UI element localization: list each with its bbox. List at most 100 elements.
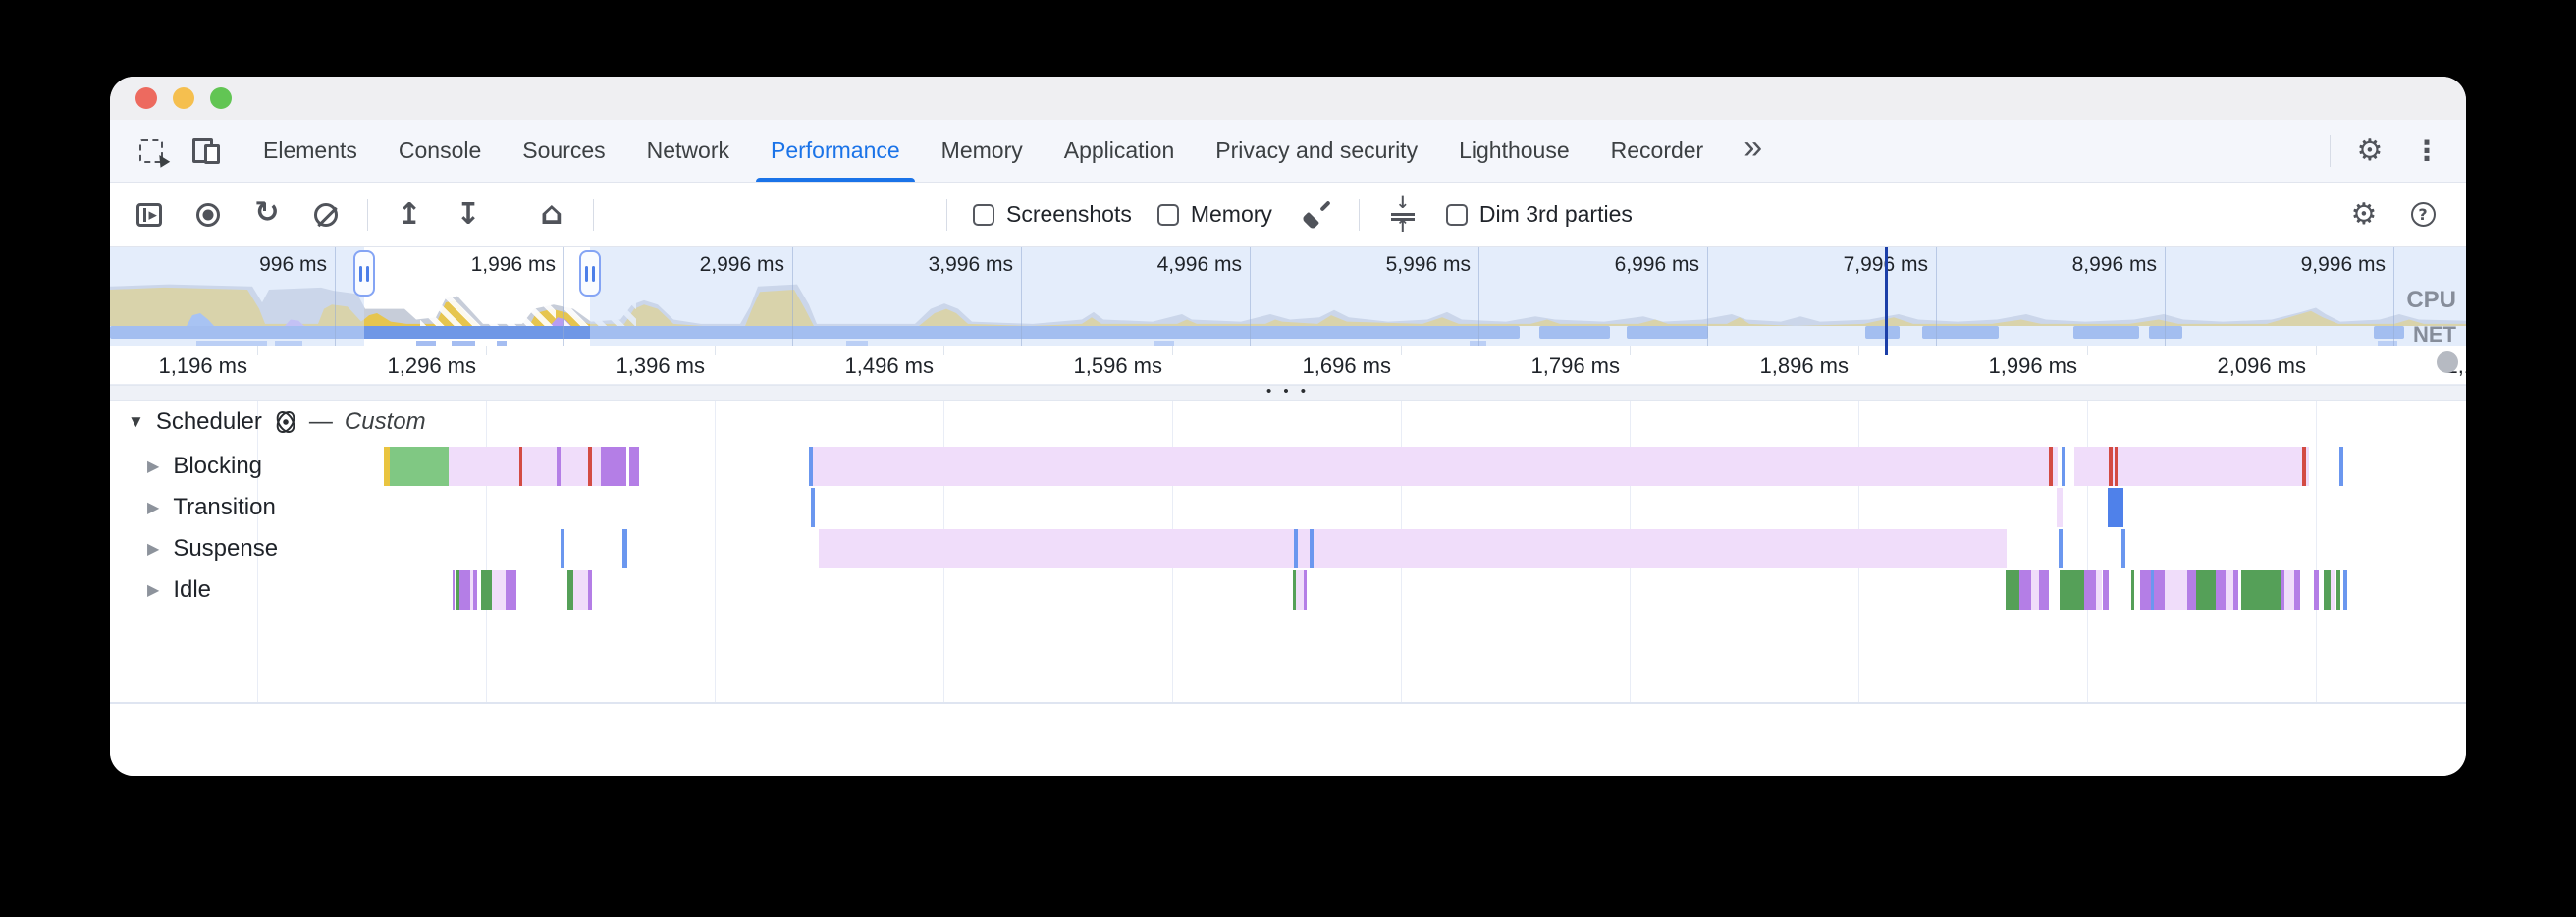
flame-bar[interactable] [473,570,477,610]
flame-bar[interactable] [2165,570,2187,610]
flame-bar[interactable] [809,447,813,486]
clear-button[interactable] [308,197,344,233]
collapse-triangle-icon[interactable]: ▼ [128,412,144,431]
flame-bar[interactable] [2196,570,2216,610]
tab-lighthouse[interactable]: Lighthouse [1459,137,1570,163]
flame-bar[interactable] [1294,529,1298,568]
track-label-blocking[interactable]: ▶Blocking [147,446,262,487]
flame-bar[interactable] [557,447,561,486]
flame-bar[interactable] [813,447,2309,486]
flame-bar[interactable] [2059,529,2063,568]
flame-bar[interactable] [2241,570,2281,610]
tab-privacy-and-security[interactable]: Privacy and security [1215,137,1419,163]
flame-bar[interactable] [2121,529,2125,568]
flame-bar[interactable] [2019,570,2031,610]
toggle-panel-button[interactable] [132,197,167,233]
tab-console[interactable]: Console [398,137,482,163]
flame-bar[interactable] [2324,570,2331,610]
expand-triangle-icon[interactable]: ▶ [147,541,160,558]
checkbox-box[interactable] [973,203,994,226]
flame-bar[interactable] [2058,447,2074,486]
flame-bar[interactable] [629,447,639,486]
home-button[interactable] [534,197,569,233]
flame-bar[interactable] [561,529,564,568]
flame-bar[interactable] [470,570,473,610]
checkbox-memory[interactable]: Memory [1156,201,1272,228]
upload-button[interactable] [392,197,427,233]
flame-bar[interactable] [2331,570,2335,610]
flame-bar[interactable] [2140,570,2151,610]
inspect-element-button[interactable] [134,134,169,169]
flame-bar[interactable] [449,447,601,486]
track-label-transition[interactable]: ▶Transition [147,487,276,528]
flame-bar[interactable] [2187,570,2196,610]
more-tabs-icon[interactable]: » [1744,129,1763,166]
flame-bar[interactable] [2131,570,2134,610]
flame-bar[interactable] [2108,488,2123,527]
selection-handle-left[interactable] [353,250,375,297]
kebab-menu-button[interactable] [2409,134,2444,169]
checkbox-dim-3rd-parties[interactable]: Dim 3rd parties [1445,201,1633,228]
flame-bar[interactable] [2314,570,2319,610]
flame-bar[interactable] [622,529,627,568]
flame-bar[interactable] [588,447,592,486]
flame-bar[interactable] [2115,447,2118,486]
device-toolbar-button[interactable] [188,134,224,169]
flame-bar[interactable] [2233,570,2238,610]
flame-bar[interactable] [456,570,459,610]
flame-bar[interactable] [1293,570,1296,610]
flame-bar[interactable] [811,488,815,527]
flame-bar[interactable] [2336,570,2340,610]
flame-bar[interactable] [2057,488,2063,527]
flame-bar[interactable] [2096,570,2102,610]
flame-bar[interactable] [2216,570,2226,610]
flame-bar[interactable] [390,447,451,486]
flame-bar[interactable] [2226,570,2233,610]
flame-bar[interactable] [1296,570,1304,610]
minimize-button[interactable] [173,87,194,109]
flame-bar[interactable] [2281,570,2284,610]
flame-bar[interactable] [459,570,470,610]
track-group-scheduler[interactable]: ▼ Scheduler — Custom [128,408,426,436]
flame-bar[interactable] [2049,447,2053,486]
flame-bar[interactable] [2031,570,2039,610]
flame-bar[interactable] [2284,570,2294,610]
checkbox-box[interactable] [1156,203,1179,226]
flame-bar[interactable] [519,447,522,486]
tab-sources[interactable]: Sources [522,137,606,163]
selection-handle-right[interactable] [579,250,601,297]
checkbox-box[interactable] [1445,203,1468,226]
flame-bar[interactable] [2109,447,2113,486]
flame-bar[interactable] [588,570,592,610]
window-titlebar[interactable] [110,77,2466,120]
flame-bar[interactable] [819,529,2007,568]
download-button[interactable] [451,197,486,233]
flame-bar[interactable] [2343,570,2347,610]
help-button[interactable] [2405,197,2441,233]
flame-bar[interactable] [384,447,390,486]
expand-triangle-icon[interactable]: ▶ [147,582,160,599]
flame-bar[interactable] [1310,529,1314,568]
flame-bar[interactable] [481,570,492,610]
flame-bar[interactable] [573,570,588,610]
flame-bar[interactable] [2039,570,2049,610]
tab-network[interactable]: Network [646,137,729,163]
expand-triangle-icon[interactable]: ▶ [147,458,160,475]
flame-bar[interactable] [506,570,516,610]
flame-bar[interactable] [2294,570,2300,610]
expand-triangle-icon[interactable]: ▶ [147,500,160,516]
checkbox-screenshots[interactable]: Screenshots [973,201,1132,228]
record-button[interactable] [190,197,226,233]
flame-bar[interactable] [2151,570,2154,610]
tab-performance[interactable]: Performance [750,120,921,182]
close-button[interactable] [135,87,157,109]
compress-button[interactable] [1385,197,1421,233]
tab-elements[interactable]: Elements [263,137,357,163]
playhead-marker[interactable] [1885,247,1888,355]
flame-bar[interactable] [567,570,573,610]
flame-bar[interactable] [2062,447,2065,486]
flame-bar[interactable] [2154,570,2165,610]
track-label-idle[interactable]: ▶Idle [147,569,211,611]
scrollbar-thumb[interactable] [2437,351,2458,373]
